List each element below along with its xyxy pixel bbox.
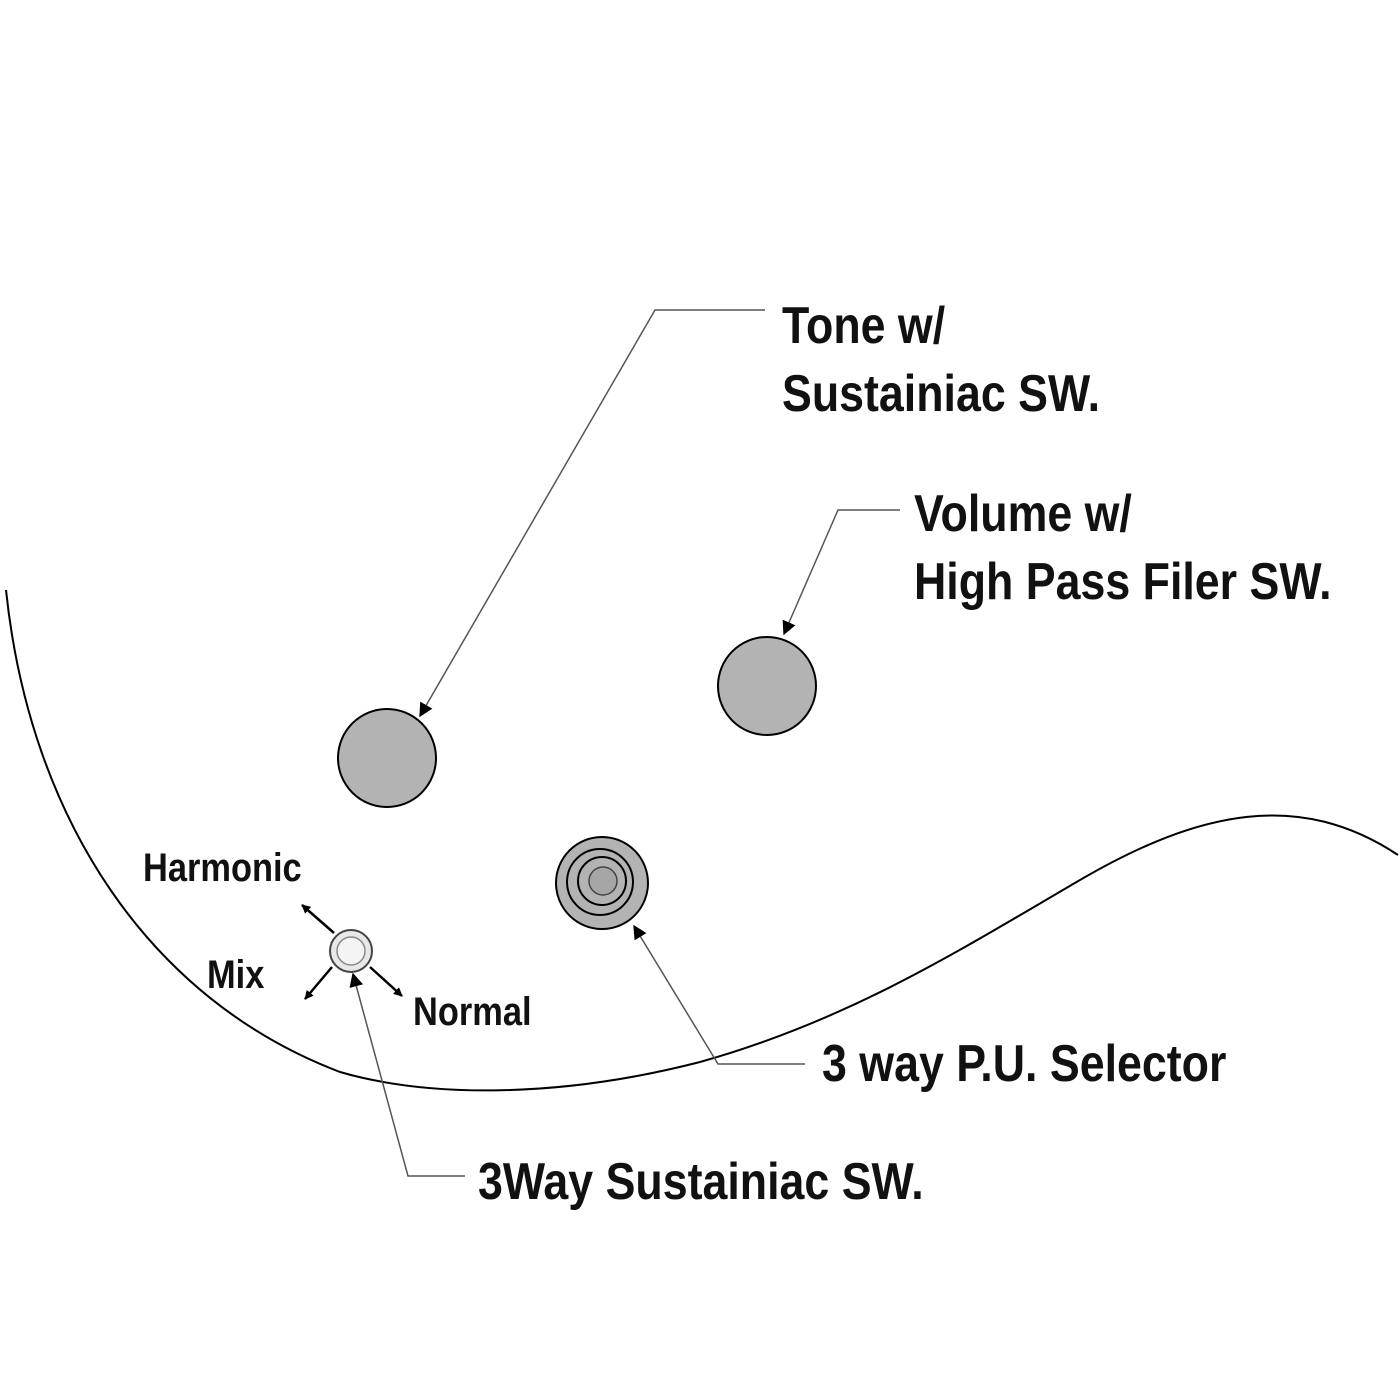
volume-leader-line <box>782 509 900 636</box>
sustainiac-switch[interactable] <box>329 929 373 973</box>
volume-label-line-1: Volume w/ <box>914 485 1132 543</box>
tone-label-line-2: Sustainiac SW. <box>782 365 1101 423</box>
mix-label: Mix <box>207 953 265 997</box>
selector-label: 3 way P.U. Selector <box>822 1035 1227 1093</box>
body-outline <box>5 589 1399 1092</box>
normal-arrow <box>369 966 403 997</box>
pickup-selector[interactable] <box>555 836 649 930</box>
selector-leader-line <box>633 924 805 1065</box>
volume-label: Volume w/ High Pass Filer SW. <box>914 480 1332 616</box>
sustainiac-label: 3Way Sustainiac SW. <box>478 1153 924 1211</box>
tone-leader-line <box>419 309 765 718</box>
mix-arrow <box>304 966 333 1000</box>
harmonic-arrow <box>301 904 335 934</box>
tone-knob[interactable] <box>337 708 437 808</box>
volume-label-line-2: High Pass Filer SW. <box>914 553 1332 611</box>
sustainiac-leader-line <box>349 972 465 1177</box>
harmonic-label: Harmonic <box>143 846 302 890</box>
normal-label: Normal <box>413 990 532 1034</box>
tone-label: Tone w/ Sustainiac SW. <box>782 292 1100 428</box>
volume-knob[interactable] <box>717 636 817 736</box>
tone-label-line-1: Tone w/ <box>782 297 946 355</box>
